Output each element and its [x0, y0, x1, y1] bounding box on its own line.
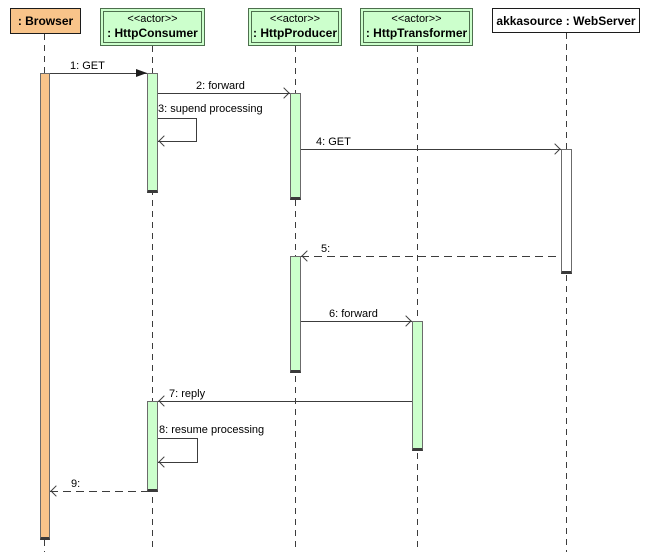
participant-httptransformer-name: : HttpTransformer	[365, 26, 468, 41]
message-7-line	[158, 401, 412, 402]
message-7-label: 7: reply	[169, 388, 206, 400]
participant-httpconsumer-name: : HttpConsumer	[107, 26, 198, 41]
message-9-line	[50, 491, 147, 492]
message-4-label: 4: GET	[316, 136, 351, 148]
participant-browser: : Browser	[10, 8, 81, 34]
participant-httpconsumer-stereotype: <<actor>>	[127, 13, 178, 26]
lifeline-webserver	[566, 33, 567, 552]
activation-consumer-1	[147, 73, 158, 193]
participant-httpproducer-name: : HttpProducer	[253, 26, 337, 41]
participant-webserver: akkasource : WebServer	[492, 8, 640, 33]
participant-httptransformer-stereotype: <<actor>>	[391, 13, 442, 26]
activation-producer-2	[290, 256, 301, 373]
participant-webserver-name: akkasource : WebServer	[496, 13, 636, 28]
message-7-arrowhead-icon	[158, 395, 170, 407]
message-8-label: 8: resume processing	[159, 424, 265, 436]
message-1-line	[50, 73, 147, 74]
message-6-label: 6: forward	[329, 308, 378, 320]
message-1-arrowhead-icon	[136, 69, 147, 77]
message-6-line	[301, 321, 412, 322]
message-3-self-loop	[158, 118, 197, 142]
participant-browser-name: : Browser	[17, 14, 74, 28]
message-4-arrowhead-icon	[549, 143, 561, 155]
message-2-arrowhead-icon	[278, 87, 290, 99]
participant-httpconsumer-frame: <<actor>> : HttpConsumer	[103, 11, 202, 43]
message-9-label: 9:	[71, 478, 81, 490]
message-9-arrowhead-icon	[50, 485, 62, 497]
message-5-arrowhead-icon	[301, 250, 313, 262]
participant-httpconsumer: <<actor>> : HttpConsumer	[100, 8, 205, 46]
message-5-label: 5:	[321, 243, 331, 255]
participant-httpproducer-stereotype: <<actor>>	[269, 13, 321, 26]
message-4-line	[301, 149, 561, 150]
activation-consumer-2	[147, 401, 158, 492]
message-8-self-loop	[158, 438, 198, 463]
activation-webserver	[561, 149, 572, 274]
participant-httptransformer: <<actor>> : HttpTransformer	[360, 8, 473, 46]
lifeline-consumer	[152, 46, 153, 552]
activation-producer-1	[290, 93, 301, 200]
message-5-line	[301, 256, 561, 257]
message-1-label: 1: GET	[70, 60, 105, 72]
message-3-label: 3: supend processing	[158, 103, 263, 115]
message-2-label: 2: forward	[196, 80, 245, 92]
participant-httpproducer: <<actor>> : HttpProducer	[248, 8, 342, 46]
participant-httpproducer-frame: <<actor>> : HttpProducer	[251, 11, 339, 43]
message-2-line	[158, 93, 290, 94]
participant-httptransformer-frame: <<actor>> : HttpTransformer	[363, 11, 470, 43]
message-6-arrowhead-icon	[400, 315, 412, 327]
activation-browser	[40, 73, 50, 540]
activation-transformer	[412, 321, 423, 451]
lifeline-transformer	[417, 46, 418, 552]
